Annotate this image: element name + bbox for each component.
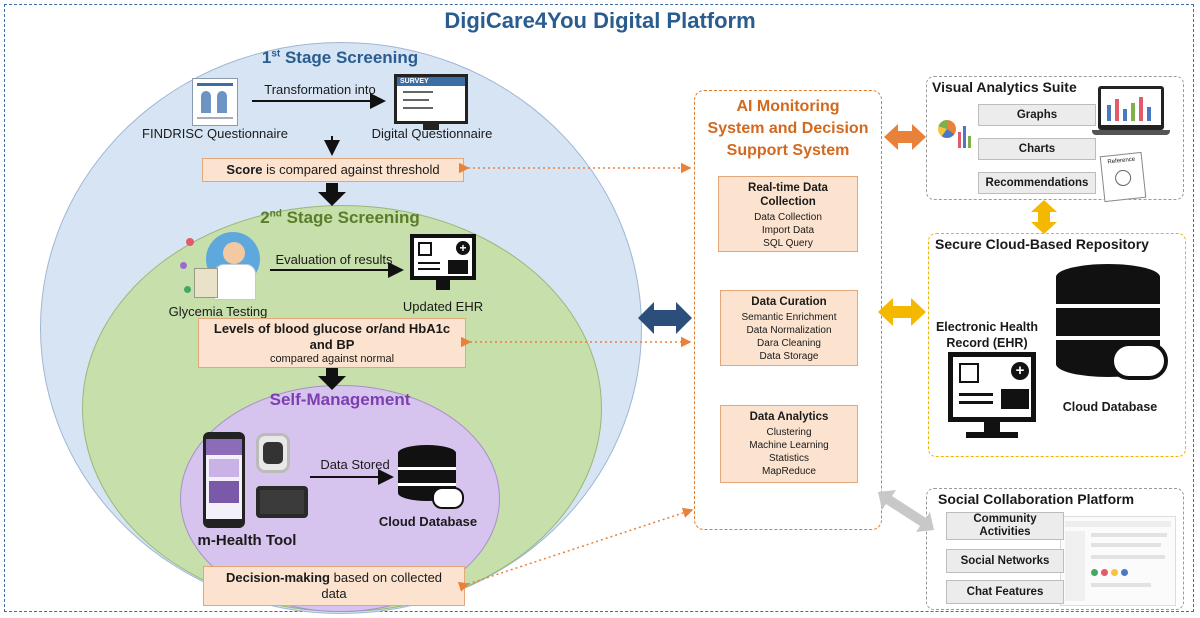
social-ai-double-arrow (878, 490, 934, 532)
community-activities-button[interactable]: Community Activities (946, 512, 1064, 540)
social-collaboration-title: Social Collaboration Platform (938, 491, 1135, 507)
transformation-label: Transformation into (264, 82, 376, 97)
ehr-monitor-icon: + (948, 352, 1036, 422)
mhealth-tool-label: m-Health Tool (197, 532, 297, 549)
laptop-base (1092, 130, 1170, 135)
glycemia-label: Glycemia Testing (168, 304, 268, 319)
self-management-title: Self-Management (269, 390, 411, 409)
glucose-monitor-icon (256, 486, 308, 518)
stage2-title: 2nd Stage Screening (260, 208, 420, 227)
charts-button[interactable]: Charts (978, 138, 1096, 160)
analytics-chart-icon (938, 120, 974, 148)
updated-ehr-label: Updated EHR (402, 299, 484, 314)
ai-box-data-curation: Data Curation Semantic Enrichment Data N… (720, 290, 858, 366)
smartphone-icon (203, 432, 245, 528)
findrisc-label: FINDRISC Questionnaire (142, 126, 288, 141)
findrisc-form-icon (192, 78, 238, 126)
evaluation-label: Evaluation of results (275, 252, 393, 267)
graphs-button[interactable]: Graphs (978, 104, 1096, 126)
ai-repository-double-arrow (878, 298, 926, 326)
decision-to-ai-connector (457, 507, 694, 592)
ehr-label: Electronic Health Record (EHR) (935, 320, 1039, 350)
monitor-stand (423, 124, 439, 130)
recommendations-button[interactable]: Recommendations (978, 172, 1096, 194)
visual-repository-double-arrow (1031, 200, 1057, 234)
ai-box-realtime-collection: Real-time Data Collection Data Collectio… (718, 176, 858, 252)
digital-survey-monitor-icon: SURVEY (394, 74, 468, 124)
digital-questionnaire-label: Digital Questionnaire (371, 126, 493, 141)
data-stored-label: Data Stored (320, 457, 390, 472)
visual-analytics-title: Visual Analytics Suite (932, 79, 1077, 95)
ehr-stand (436, 280, 450, 290)
ehr-monitor-base (966, 432, 1018, 438)
smartwatch-icon (256, 433, 290, 473)
cloud-database-label: Cloud Database (378, 514, 478, 529)
chat-features-button[interactable]: Chat Features (946, 580, 1064, 604)
doctor-glycemia-icon (180, 222, 270, 304)
levels-compare-box: Levels of blood glucose or/and HbA1c and… (198, 318, 466, 368)
ehr-monitor-neck (984, 422, 1000, 432)
laptop-dashboard-icon (1098, 86, 1164, 130)
ai-visual-double-arrow (884, 124, 926, 150)
large-cloud-database-icon (1056, 264, 1172, 394)
updated-ehr-monitor-icon: + (410, 234, 476, 280)
score-threshold-box: Score is compared against threshold (202, 158, 464, 182)
cloud-repository-title: Secure Cloud-Based Repository (935, 236, 1149, 252)
stage1-title: 1st Stage Screening (261, 48, 419, 67)
ai-monitoring-title: AI Monitoring System and Decision Suppor… (707, 98, 869, 159)
stage2-to-self-arrow (318, 368, 346, 390)
decision-making-box: Decision-making based on collected data (203, 566, 465, 606)
social-app-screenshot (1060, 516, 1176, 606)
cloud-database-label-repo: Cloud Database (1062, 400, 1158, 414)
platform-ai-double-arrow (638, 302, 692, 334)
page-title: DigiCare4You Digital Platform (444, 8, 756, 33)
ai-box-data-analytics: Data Analytics Clustering Machine Learni… (720, 405, 858, 483)
platform-frame (4, 4, 1194, 612)
social-networks-button[interactable]: Social Networks (946, 549, 1064, 573)
cloud-database-icon (398, 445, 464, 511)
stage1-to-stage2-arrow (318, 183, 346, 206)
